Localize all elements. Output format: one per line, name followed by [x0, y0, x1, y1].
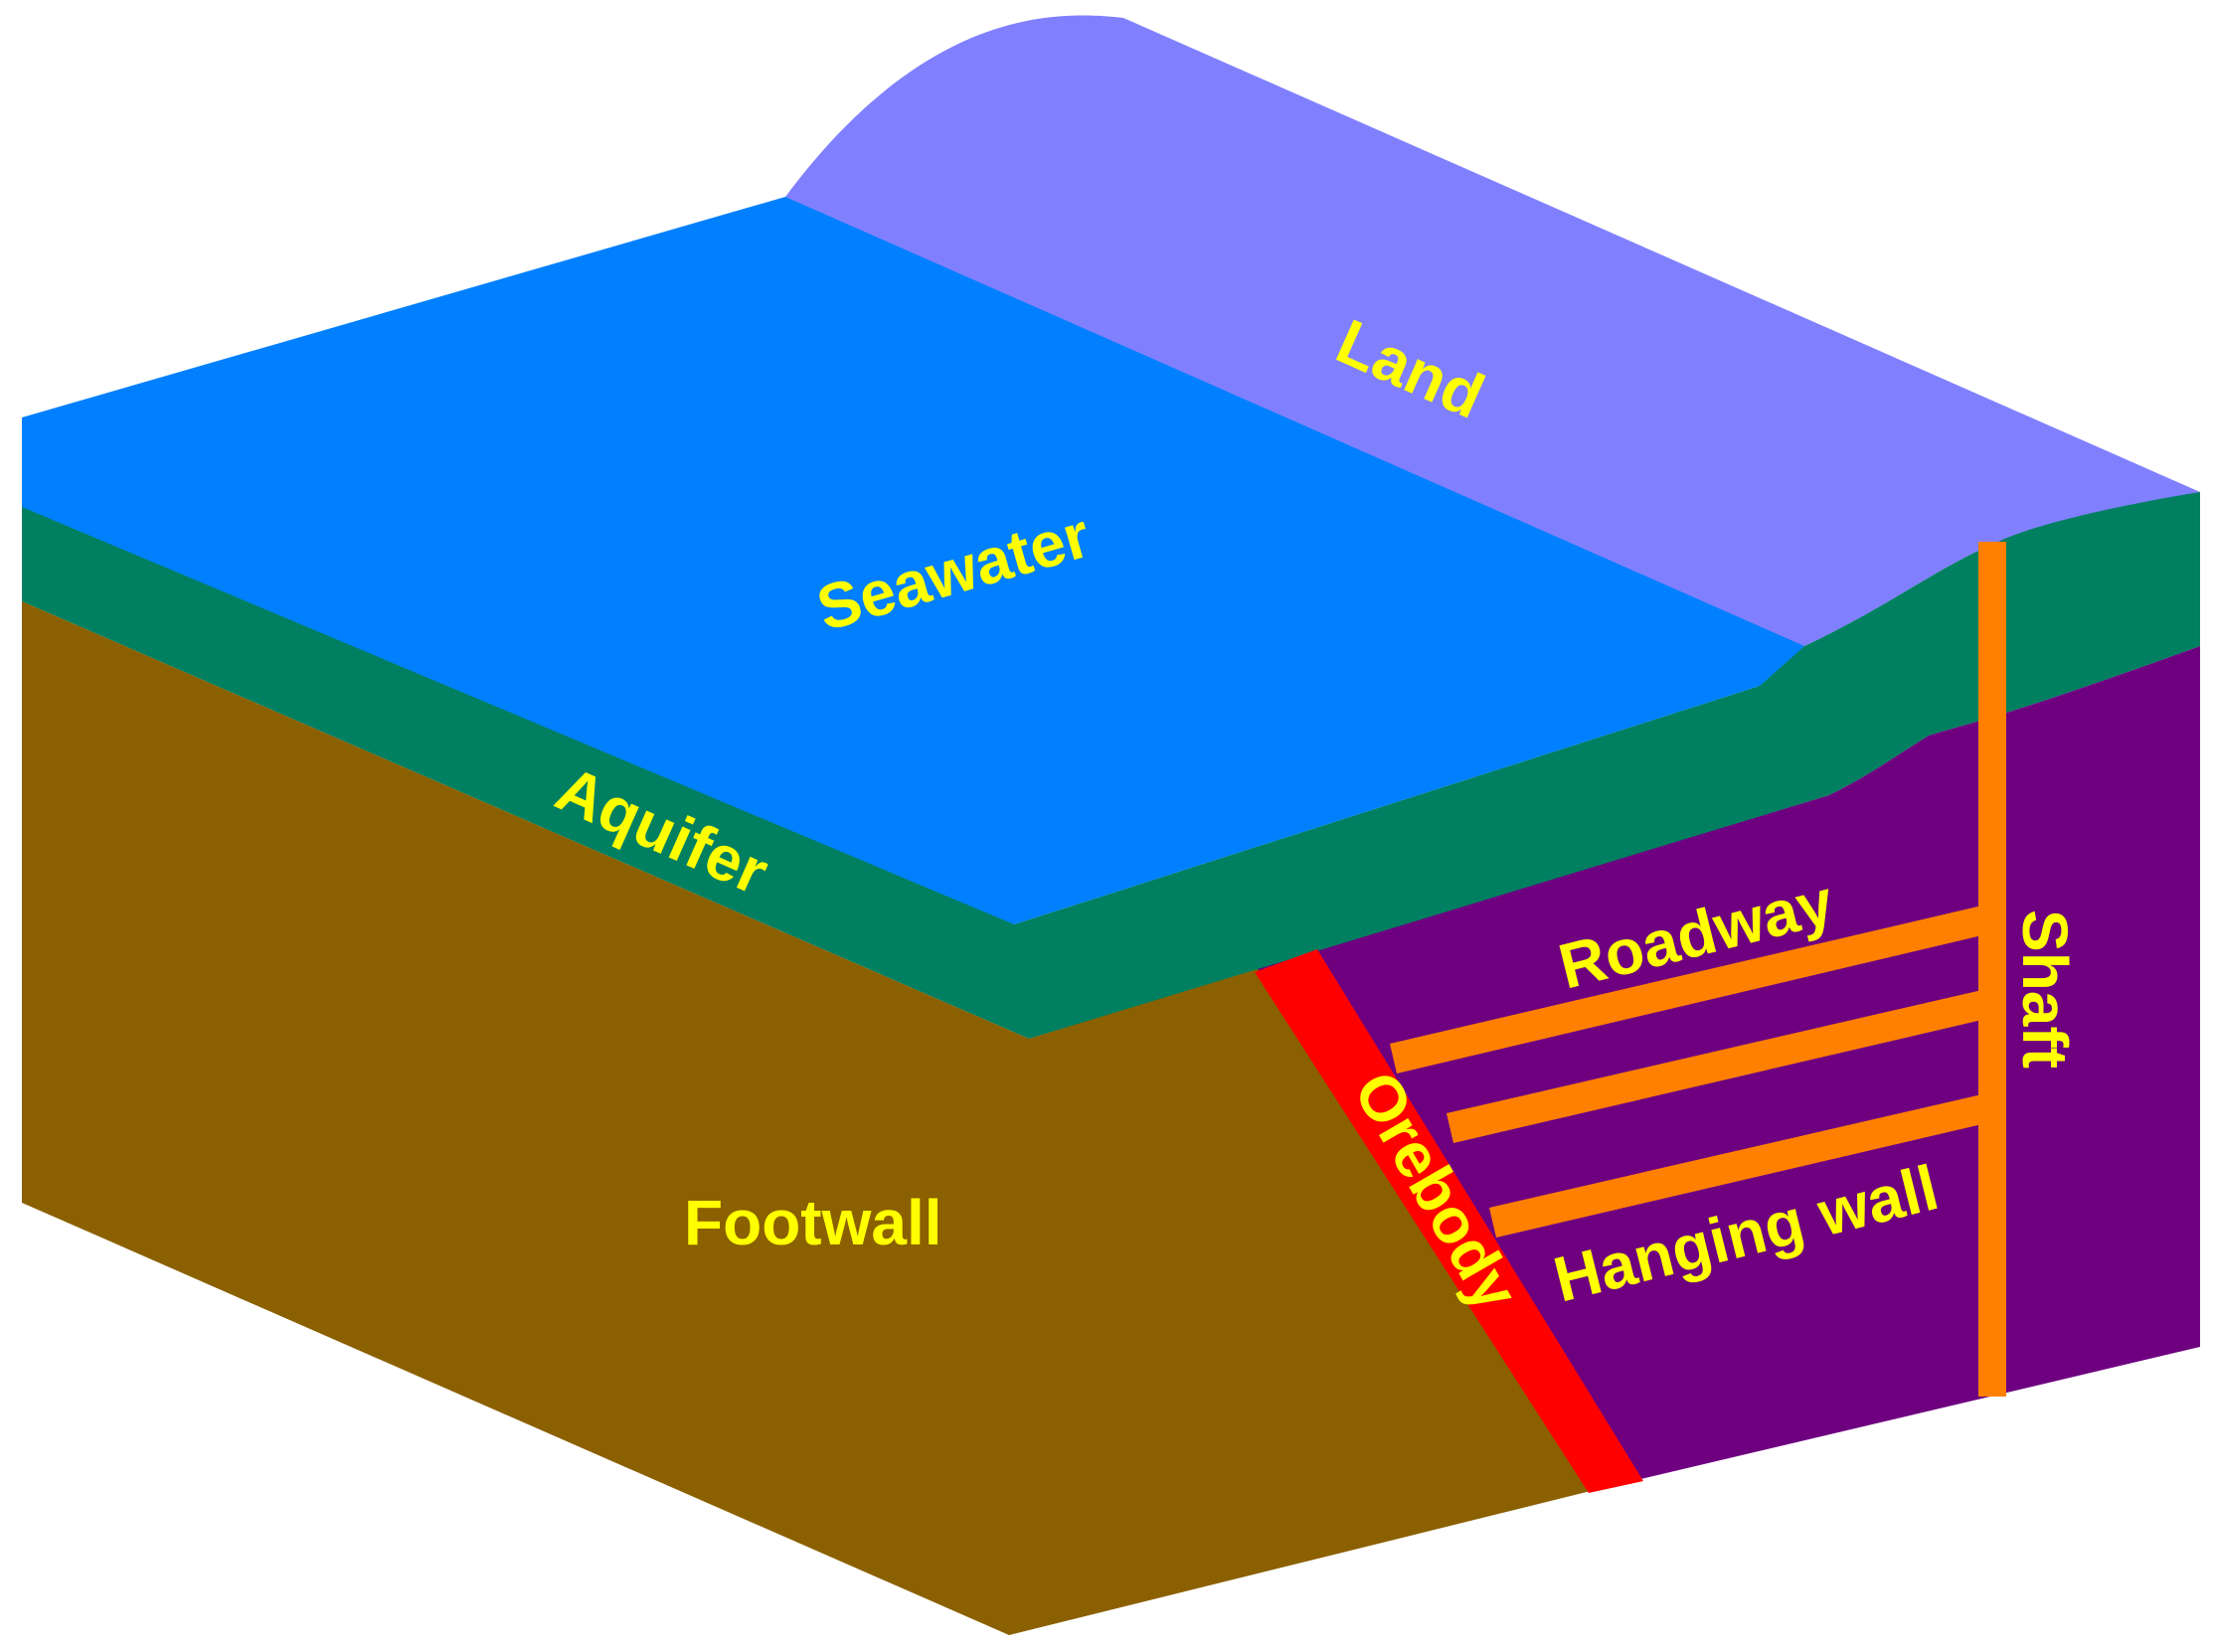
land-region: [785, 15, 2200, 692]
roadways: [1390, 905, 1986, 1238]
roadway-upper: [1390, 905, 1986, 1074]
roadway-lower: [1489, 1093, 1986, 1238]
orebody-band: [1255, 949, 1643, 1493]
roadway-middle: [1447, 989, 1986, 1143]
aquifer-layer: [22, 417, 2200, 1039]
shaft-column: [1978, 542, 2006, 1397]
footwall-label: Footwall: [684, 1187, 942, 1258]
seawater-region: [22, 197, 1804, 924]
footwall-block: [22, 601, 1591, 1635]
shaft-label: Shaft: [2009, 909, 2081, 1069]
